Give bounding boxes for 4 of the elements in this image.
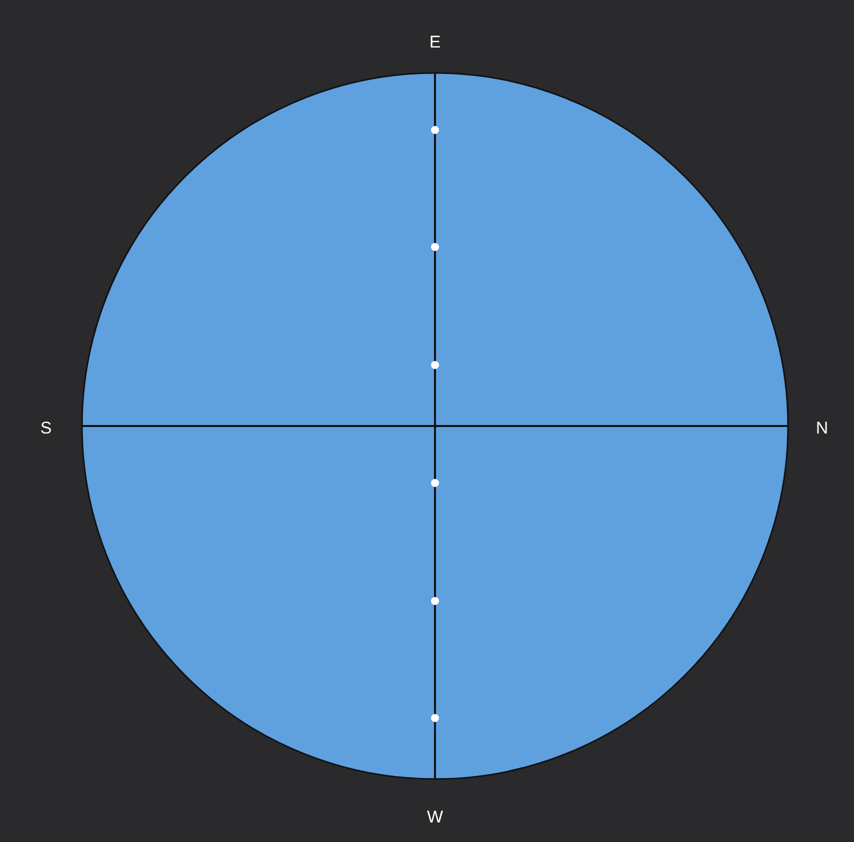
compass-direction-label: N <box>816 420 828 436</box>
compass-direction-label: E <box>429 34 441 50</box>
compass-direction-label: S <box>40 420 52 436</box>
compass-direction-label: W <box>426 808 444 826</box>
